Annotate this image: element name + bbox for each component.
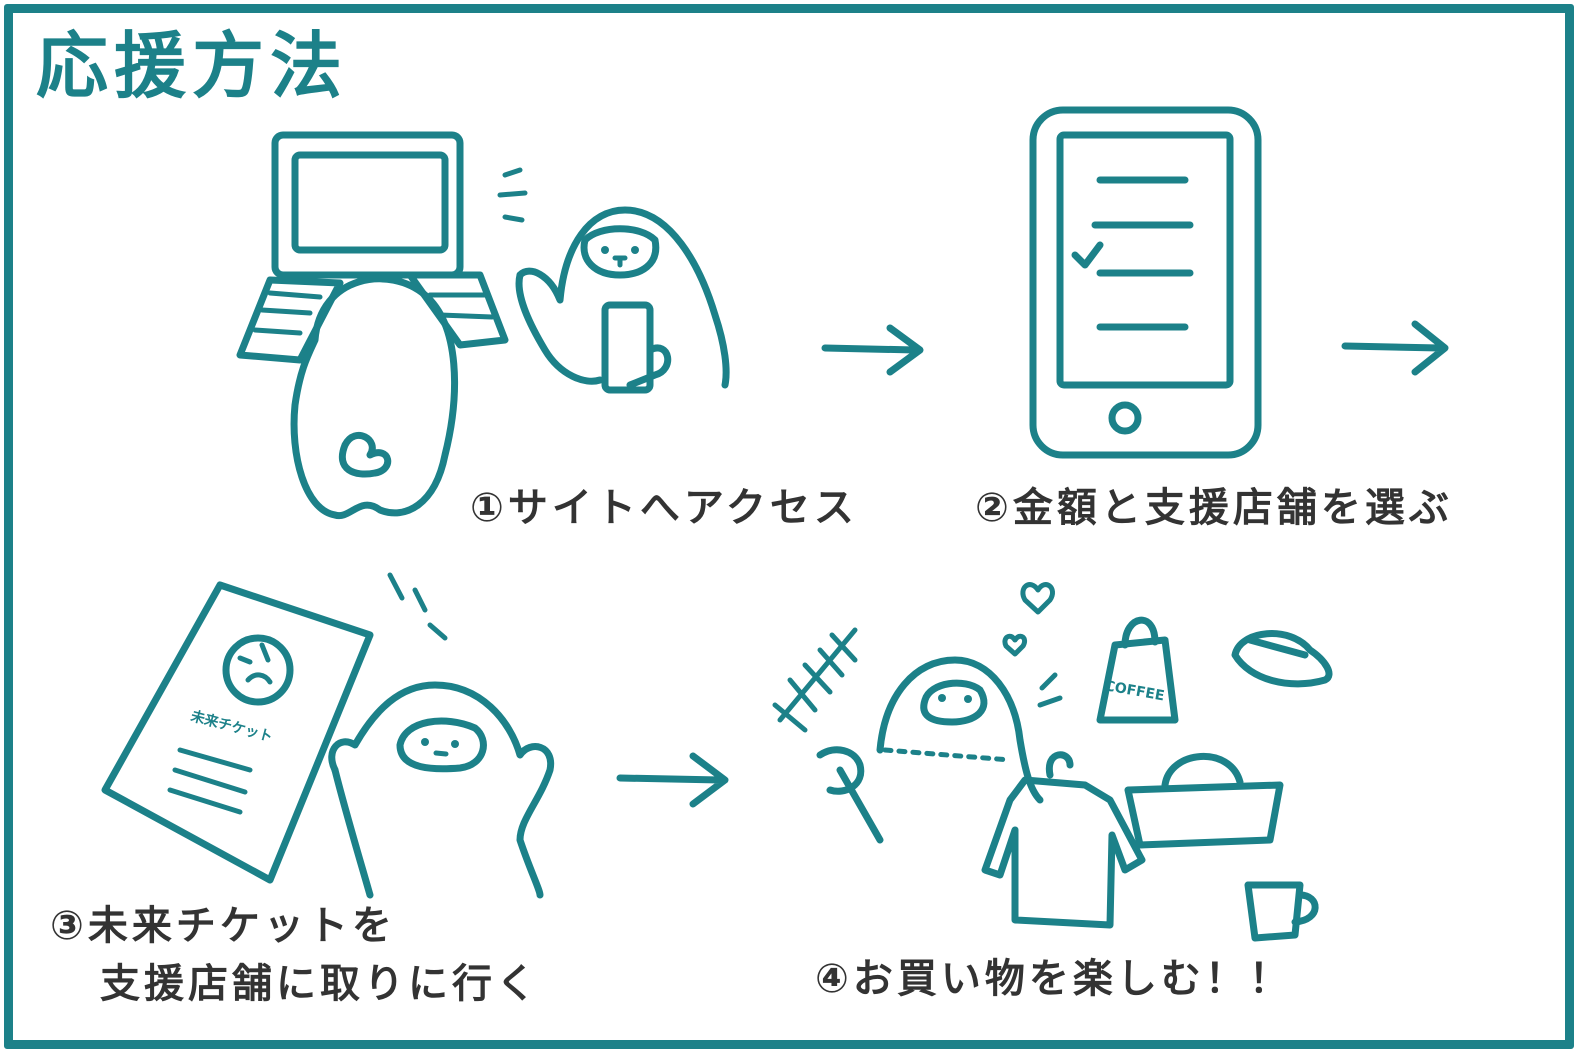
arrow-right-icon — [821, 324, 924, 376]
step-4-label: ④お買い物を楽しむ！！ — [815, 956, 1293, 1002]
laptop-icon — [271, 131, 464, 279]
page-border — [4, 4, 1574, 1049]
svg-text:未来チケット: 未来チケット — [189, 707, 275, 745]
tablet-icon — [1029, 106, 1262, 459]
step-1-label: ①サイトへアクセス — [470, 485, 858, 531]
step-3-label-line1: ③未来チケットを — [50, 903, 396, 949]
laptop-character-illustration — [236, 131, 730, 520]
svg-text:COFFEE: COFFEE — [1103, 678, 1165, 704]
step-2-label: ②金額と支援店舗を選ぶ — [975, 485, 1453, 531]
shopping-icon: COFFEE — [772, 582, 1333, 942]
arrow-right-icon — [1341, 320, 1449, 376]
ticket-icon: 未来チケット — [101, 581, 374, 884]
ticket-character-illustration: 未来チケット — [101, 572, 555, 899]
step-3-label-line2: 支援店舗に取りに行く — [100, 961, 540, 1007]
page-title: 応援方法 — [36, 24, 349, 108]
arrow-right-icon — [616, 752, 729, 808]
